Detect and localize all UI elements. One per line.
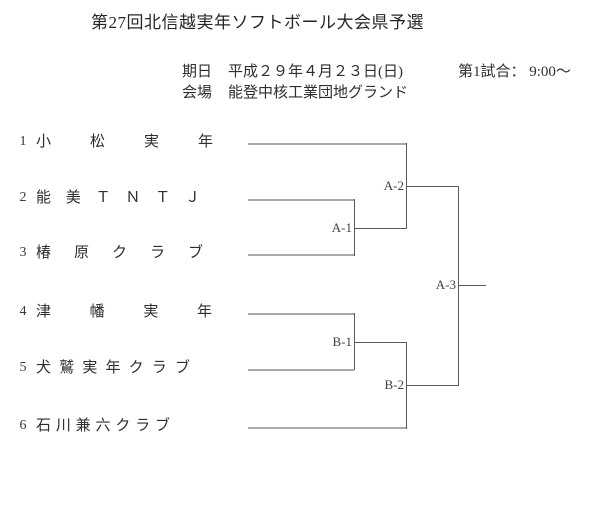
match-label-b1: B-1 xyxy=(332,334,353,349)
team4-line xyxy=(248,313,354,315)
date-label: 期日 xyxy=(182,64,213,80)
team-name: 津幡実年 xyxy=(36,304,212,320)
match-b1-vertical-line xyxy=(354,313,355,370)
team-name: 小松実年 xyxy=(36,134,213,150)
match-a2-winner-line xyxy=(406,186,458,187)
match-b2-winner-line xyxy=(406,385,458,386)
team-name: 石川兼六クラブ xyxy=(36,418,170,434)
team-seed: 3 xyxy=(19,245,27,260)
match-label-a3: A-3 xyxy=(435,277,456,292)
first-game-time: 第1試合： 9:00～ xyxy=(458,64,571,80)
page-title: 第27回北信越実年ソフトボール大会県予選 xyxy=(91,13,424,32)
team-seed: 5 xyxy=(19,360,27,375)
team-seed: 2 xyxy=(19,190,27,205)
team-name: 犬鷲実年クラブ xyxy=(36,360,190,376)
match-a3-vertical-line xyxy=(458,186,459,386)
venue-value: 能登中核工業団地グランド xyxy=(228,85,409,101)
team-seed: 4 xyxy=(19,304,27,319)
match-label-b2: B-2 xyxy=(384,377,405,392)
match-label-a1: A-1 xyxy=(331,220,352,235)
match-label-a2: A-2 xyxy=(383,178,404,193)
champion-line xyxy=(458,285,486,286)
team-seed: 6 xyxy=(19,418,27,433)
date-value: 平成２９年４月２３日(日) xyxy=(228,64,403,80)
team6-line xyxy=(248,427,406,429)
team-seed: 1 xyxy=(19,134,27,149)
match-a1-vertical-line xyxy=(354,199,355,256)
team5-line xyxy=(248,369,354,371)
match-a1-winner-line xyxy=(354,228,406,229)
team1-line xyxy=(248,143,406,145)
team2-line xyxy=(248,199,354,201)
team3-line xyxy=(248,254,354,256)
venue-label: 会場 xyxy=(182,85,213,101)
team-name: 椿原クラブ xyxy=(36,245,203,261)
match-b1-winner-line xyxy=(354,342,406,343)
